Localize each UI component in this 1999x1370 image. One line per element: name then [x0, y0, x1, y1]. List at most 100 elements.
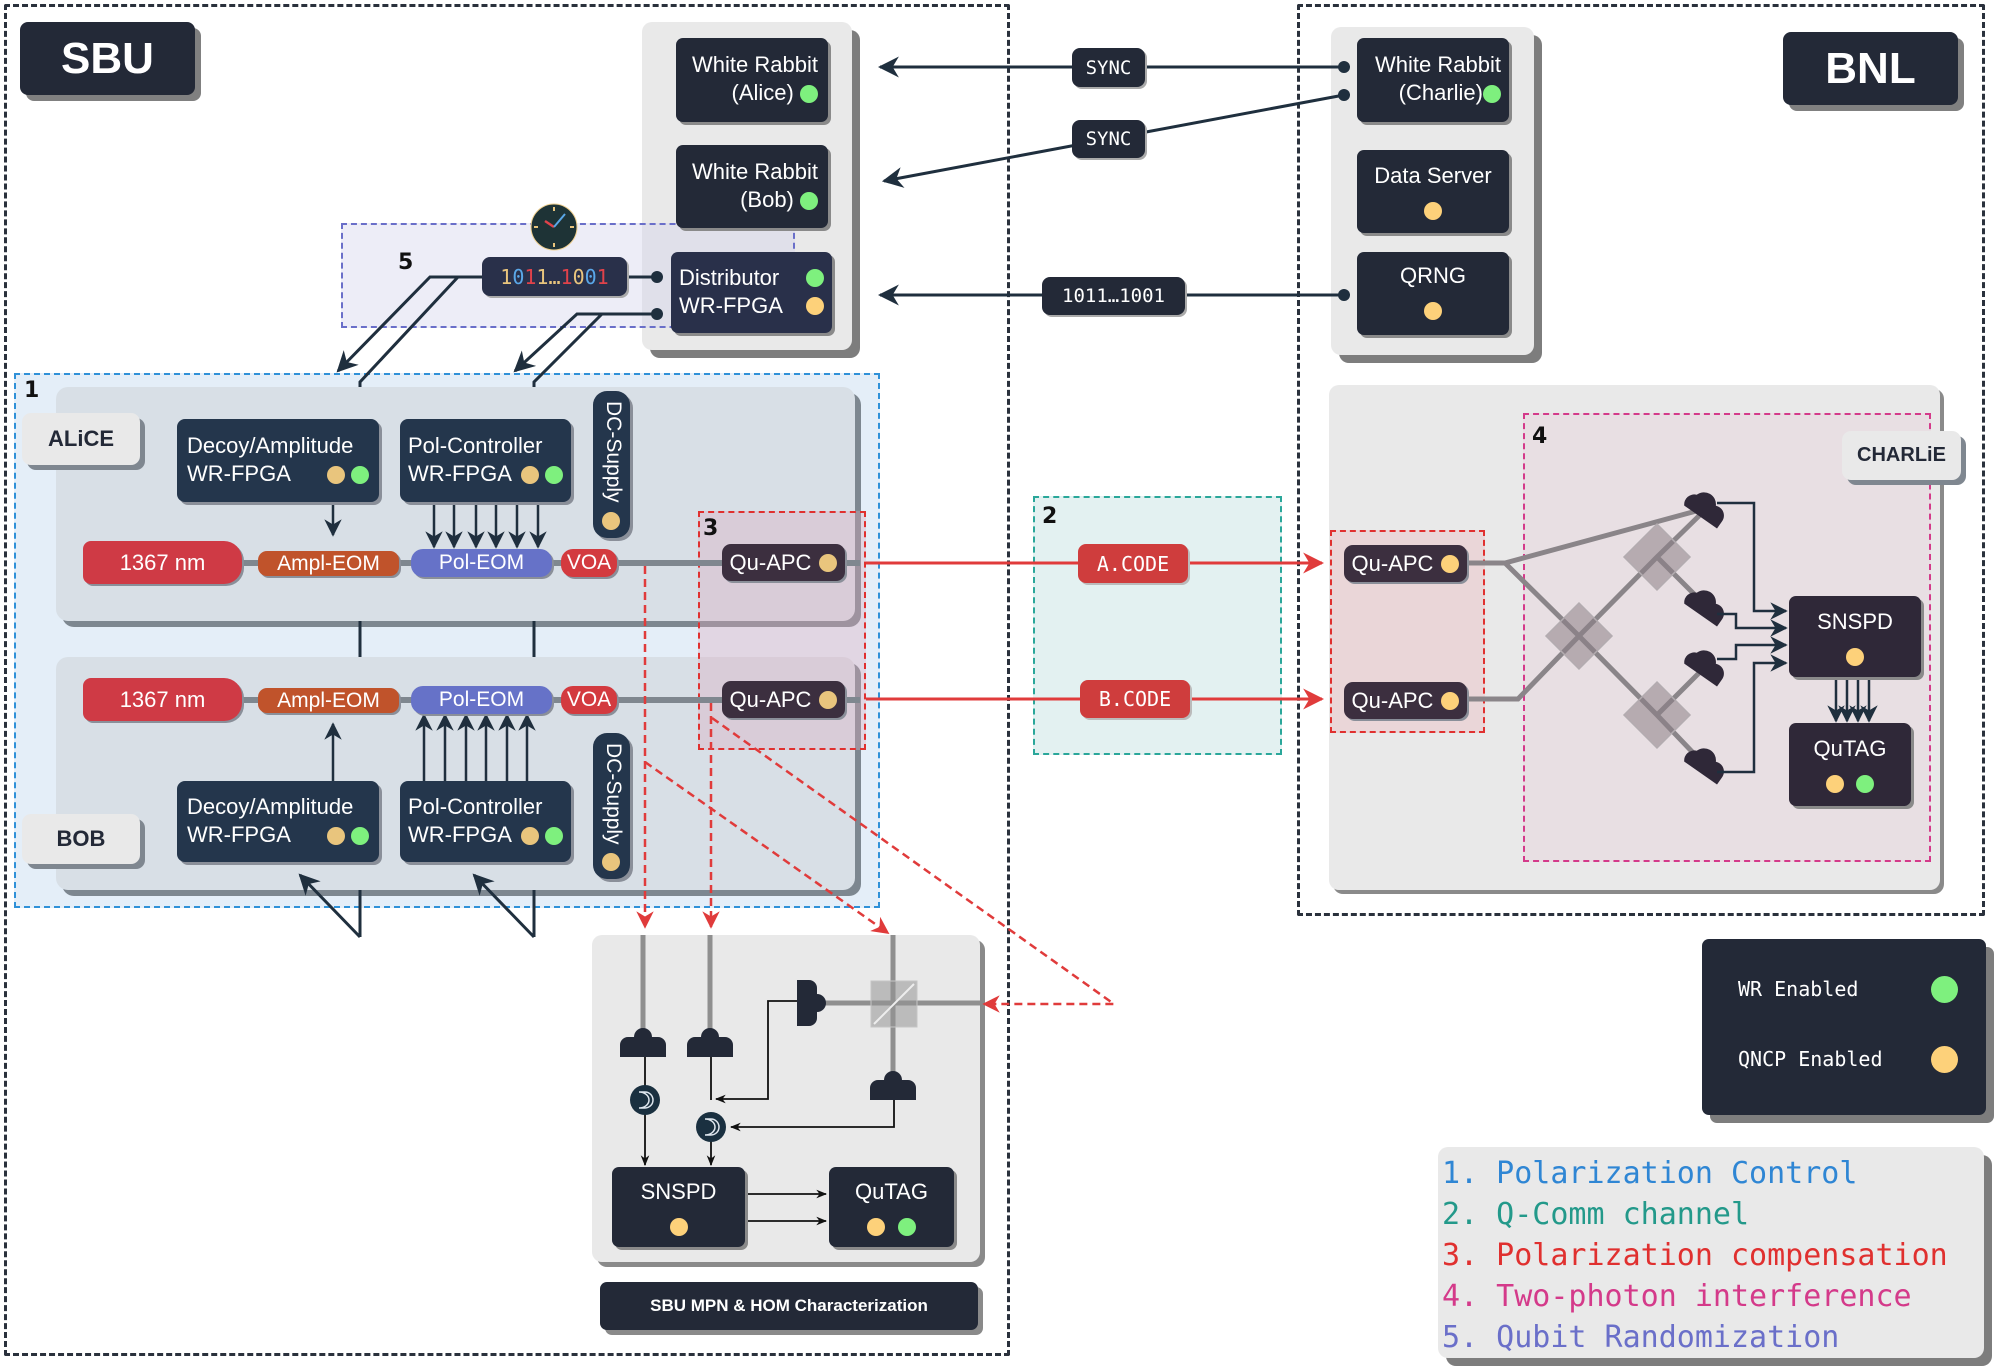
- bob-qu-apc[interactable]: Qu-APC: [722, 681, 845, 718]
- wr-enabled-indicator: [800, 85, 818, 104]
- laser-label: 1367 nm: [119, 549, 206, 575]
- node-subtitle: (Charlie): [1398, 80, 1483, 105]
- qncp-enabled-indicator: [326, 827, 345, 846]
- hom-snspd[interactable]: SNSPD: [612, 1167, 745, 1247]
- bnl-site-boundary: [1297, 4, 1985, 916]
- charlie-beam-splitters: [1544, 522, 1692, 750]
- laser-label: 1367 nm: [119, 686, 206, 712]
- qncp-enabled-indicator: [602, 512, 620, 530]
- white-rabbit-alice-node[interactable]: White Rabbit (Alice): [676, 38, 828, 122]
- legend-label: WR Enabled: [1738, 977, 1859, 1001]
- node-title: White Rabbit: [692, 159, 818, 184]
- legend-item-qncp: QNCP Enabled: [1738, 1045, 1958, 1073]
- wr-enabled-indicator: [1856, 775, 1875, 794]
- node-subtitle: (Bob): [740, 187, 794, 212]
- alice-voa[interactable]: VOA: [561, 549, 617, 577]
- node-subtitle: WR-FPGA: [679, 293, 783, 318]
- alice-ampl-eom[interactable]: Ampl-EOM: [258, 551, 399, 576]
- wr-enabled-indicator: [806, 269, 824, 287]
- card-title: SNSPD: [640, 1179, 717, 1204]
- wr-enabled-indicator: [897, 1218, 916, 1237]
- alice-pol-eom[interactable]: Pol-EOM: [411, 549, 552, 577]
- card-subtitle: WR-FPGA: [408, 461, 512, 486]
- random-bit: 1: [524, 264, 537, 289]
- region-legend: 1. Polarization Control 2. Q-Comm channe…: [1438, 1147, 1984, 1358]
- qrng-node[interactable]: QRNG: [1357, 252, 1509, 335]
- detector-icon: [687, 1028, 733, 1057]
- white-rabbit-charlie-node[interactable]: White Rabbit (Charlie): [1357, 38, 1509, 122]
- alice-bob-connectors: [298, 621, 536, 939]
- wr-enabled-indicator: [800, 192, 818, 211]
- node-title: White Rabbit: [1375, 52, 1501, 77]
- alice-laser-1367nm[interactable]: 1367 nm: [83, 541, 242, 584]
- random-bits-text: 1011…1001: [1062, 285, 1165, 307]
- wr-enabled-indicator: [545, 466, 563, 485]
- qncp-enabled-indicator: [669, 1218, 688, 1237]
- beam-splitter-upper: [1622, 522, 1692, 592]
- random-bit: 1: [596, 264, 609, 289]
- bob-label: BOB: [22, 814, 140, 864]
- charlie-qutag[interactable]: QuTAG: [1789, 723, 1911, 806]
- qncp-enabled-indicator: [1424, 202, 1442, 221]
- detector-icon: [797, 980, 826, 1026]
- distributor-wr-fpga-node[interactable]: Distributor WR-FPGA: [671, 252, 832, 333]
- charlie-label-text: CHARLiE: [1857, 444, 1946, 466]
- data-server-node[interactable]: Data Server: [1357, 150, 1509, 233]
- card-subtitle: WR-FPGA: [187, 461, 291, 486]
- alice-pol-controller-fpga[interactable]: Pol-Controller WR-FPGA: [400, 419, 571, 502]
- voa-label: VOA: [566, 688, 612, 711]
- region-1-number: 1: [24, 378, 40, 403]
- bob-laser-1367nm[interactable]: 1367 nm: [83, 678, 242, 721]
- charlie-qu-apc-top[interactable]: Qu-APC: [1344, 545, 1467, 582]
- bob-decoy-amplitude-fpga[interactable]: Decoy/Amplitude WR-FPGA: [177, 781, 379, 862]
- bob-ampl-eom[interactable]: Ampl-EOM: [258, 688, 399, 713]
- qncp-enabled-indicator: [867, 1218, 886, 1237]
- qu-apc-label: Qu-APC: [729, 686, 812, 712]
- sync-label-alice: SYNC: [1072, 48, 1145, 87]
- card-title: Pol-Controller: [408, 433, 543, 458]
- region-legend-item-5: 5. Qubit Randomization: [1442, 1320, 1840, 1355]
- hom-qutag[interactable]: QuTAG: [829, 1167, 954, 1247]
- bob-label-text: BOB: [56, 826, 106, 851]
- random-bit: …: [548, 264, 561, 289]
- voa-label: VOA: [566, 551, 612, 574]
- qncp-enabled-indicator: [1846, 648, 1864, 667]
- alice-dc-supply[interactable]: DC-Supply: [593, 391, 630, 538]
- hom-beam-splitter: [870, 980, 918, 1028]
- b-code-tag: B.CODE: [1080, 680, 1190, 718]
- node-subtitle: (Alice): [731, 80, 794, 105]
- node-title: Data Server: [1374, 163, 1492, 188]
- hom-tap-lines: [636, 566, 1118, 1013]
- bob-dc-supply[interactable]: DC-Supply: [593, 733, 630, 879]
- wr-enabled-indicator: [1931, 975, 1958, 1003]
- gate-icon: [630, 1085, 660, 1115]
- qncp-enabled-indicator: [1825, 775, 1844, 794]
- charlie-qu-apc-bottom[interactable]: Qu-APC: [1344, 682, 1467, 719]
- card-title: Decoy/Amplitude: [187, 794, 354, 819]
- wr-enabled-indicator: [1483, 85, 1501, 104]
- qncp-enabled-indicator: [1931, 1045, 1958, 1073]
- qncp-enabled-indicator: [819, 690, 838, 709]
- alice-qu-apc[interactable]: Qu-APC: [722, 544, 845, 581]
- qncp-enabled-indicator: [602, 853, 620, 871]
- region-legend-item-3: 3. Polarization compensation: [1442, 1238, 1948, 1273]
- random-bit: 0: [512, 264, 525, 289]
- detector-icon: [1684, 650, 1724, 687]
- charlie-snspd[interactable]: SNSPD: [1789, 596, 1921, 677]
- card-subtitle: WR-FPGA: [187, 822, 291, 847]
- white-rabbit-bob-node[interactable]: White Rabbit (Bob): [676, 145, 828, 228]
- qncp-enabled-indicator: [520, 827, 539, 846]
- qncp-enabled-indicator: [806, 297, 824, 315]
- bob-pol-controller-fpga[interactable]: Pol-Controller WR-FPGA: [400, 781, 571, 862]
- bob-voa[interactable]: VOA: [561, 686, 617, 714]
- hom-wires: [640, 1000, 895, 1226]
- bob-pol-eom[interactable]: Pol-EOM: [411, 686, 552, 714]
- region-legend-item-1: 1. Polarization Control: [1442, 1156, 1858, 1191]
- alice-decoy-amplitude-fpga[interactable]: Decoy/Amplitude WR-FPGA: [177, 419, 379, 502]
- alice-label: ALiCE: [22, 413, 140, 465]
- card-subtitle: WR-FPGA: [408, 822, 512, 847]
- status-legend: WR Enabled QNCP Enabled: [1702, 939, 1986, 1115]
- node-title: Distributor: [679, 265, 780, 290]
- card-title: QuTAG: [855, 1179, 928, 1204]
- qncp-enabled-indicator: [326, 466, 345, 485]
